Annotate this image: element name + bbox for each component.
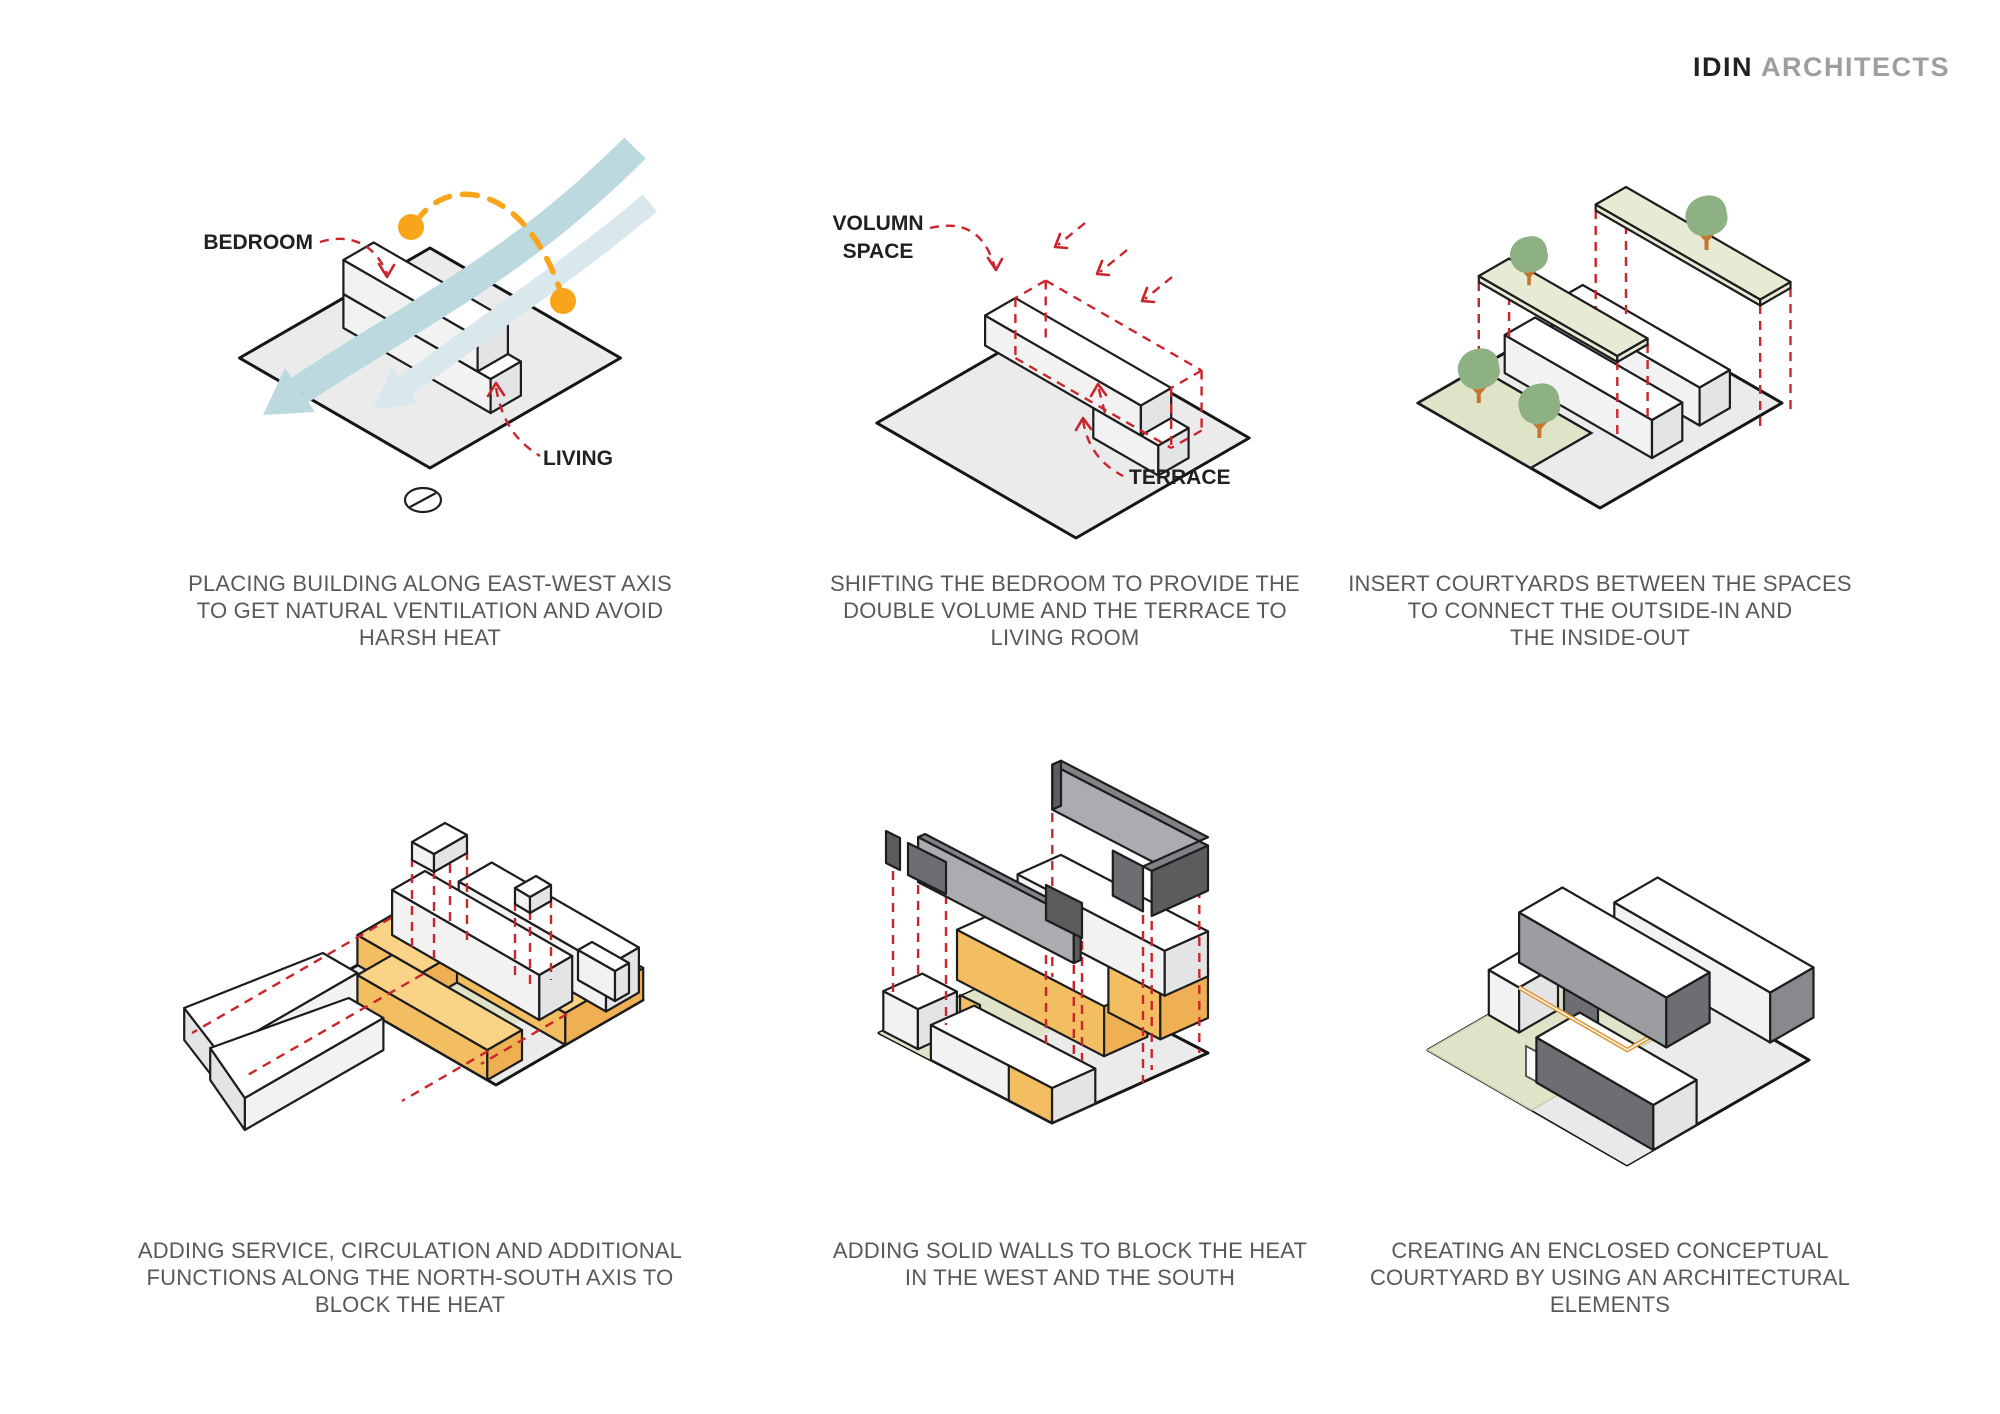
- scene: [1415, 185, 1792, 510]
- service-bar-front: [356, 953, 524, 1082]
- front-bar-upper: [1518, 886, 1711, 1049]
- courtyard-path: [1517, 985, 1651, 1053]
- label-bedroom: BEDROOM: [203, 231, 313, 254]
- heat-arrows: [1053, 222, 1173, 304]
- volume-dashed-box: [1014, 279, 1203, 450]
- end-box-right: [576, 940, 631, 1003]
- diagram-cell-service: ADDING SERVICE, CIRCULATION AND ADDITION…: [110, 735, 710, 1318]
- tree-icon: [1685, 195, 1728, 250]
- label-volume-space: VOLUMN: [833, 212, 924, 235]
- front-bar-lower: [1535, 1011, 1698, 1152]
- front-bottom-bar: [929, 1004, 1097, 1125]
- ground-plane: [875, 321, 1251, 540]
- tree-icon: [1518, 383, 1561, 438]
- brand-logo: IDIN ARCHITECTS: [1693, 52, 1950, 83]
- diagram-cell-walls: ADDING SOLID WALLS TO BLOCK THE HEAT IN …: [810, 695, 1330, 1291]
- diagram-caption: ADDING SOLID WALLS TO BLOCK THE HEAT IN …: [832, 1238, 1308, 1290]
- brand-logo-primary: IDIN: [1693, 52, 1753, 82]
- diagram-caption: ADDING SERVICE, CIRCULATION AND ADDITION…: [137, 1238, 683, 1317]
- floating-box-1: [410, 821, 469, 965]
- floating-box-2: [513, 874, 553, 990]
- sun-west-icon: [550, 288, 576, 314]
- sun-east-icon: [398, 214, 424, 240]
- diagram-caption: CREATING AN ENCLOSED CONCEPTUAL COURTYAR…: [1369, 1238, 1851, 1317]
- diagram-caption: SHIFTING THE BEDROOM TO PROVIDE THE DOUB…: [830, 571, 1300, 650]
- floating-courtyard-slab-mid: [1477, 257, 1649, 364]
- tree-icon: [1457, 348, 1500, 403]
- label-volume-space2: SPACE: [843, 240, 914, 263]
- solid-wall-band-top: [1051, 759, 1210, 918]
- main-bar-front: [391, 869, 574, 1022]
- scene: [1426, 876, 1815, 1167]
- tree-icon: [1510, 236, 1548, 286]
- label-terrace: TERRACE: [1129, 466, 1231, 489]
- diagram-shifting: VOLUMN SPACE TERRACE: [833, 212, 1251, 540]
- diagram-cell-shifting: VOLUMN SPACE TERRACE SHIFTING THE BEDROO…: [800, 128, 1330, 651]
- solid-wall-panels: [884, 829, 1084, 940]
- label-living: LIVING: [543, 447, 613, 470]
- diagram-service: [183, 821, 645, 1132]
- wind-arrows-icon: [263, 137, 658, 415]
- diagram-cell-courtyards: INSERT COURTYARDS BETWEEN THE SPACES TO …: [1340, 128, 1860, 651]
- north-arrow-icon: [403, 486, 443, 514]
- floating-courtyard-slab-top: [1594, 185, 1792, 307]
- diagram-cell-enclosed: CREATING AN ENCLOSED CONCEPTUAL COURTYAR…: [1350, 795, 1870, 1318]
- front-bar: [1503, 316, 1684, 460]
- leader-lines: [929, 224, 1124, 478]
- diagram-cell-ventilation: BEDROOM LIVING PLACING BUILDING ALONG EA…: [150, 128, 710, 651]
- diagram-enclosed: [1426, 876, 1815, 1167]
- diagram-caption: INSERT COURTYARDS BETWEEN THE SPACES TO …: [1348, 571, 1852, 650]
- diagram-walls: [877, 759, 1210, 1125]
- brand-logo-secondary: ARCHITECTS: [1761, 52, 1950, 82]
- diagram-caption: PLACING BUILDING ALONG EAST-WEST AXIS TO…: [188, 571, 672, 650]
- leader-lines: [319, 237, 541, 458]
- scene: [183, 821, 645, 1132]
- red-projection-lines: [191, 916, 568, 1103]
- diagram-courtyards: [1415, 185, 1792, 510]
- sun-path-icon: [398, 191, 576, 314]
- diagram-ventilation: BEDROOM LIVING: [203, 137, 658, 514]
